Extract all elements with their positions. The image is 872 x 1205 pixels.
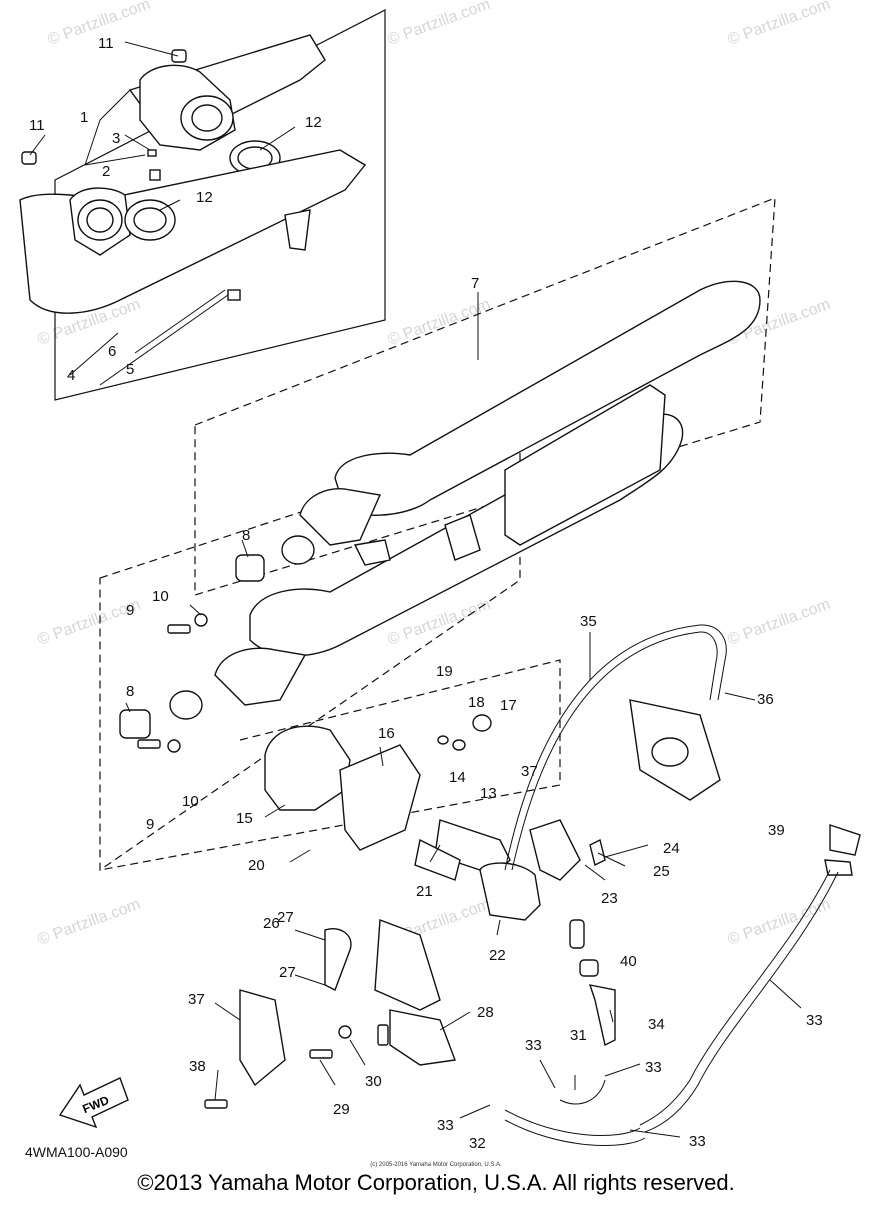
callout-label: 31 bbox=[570, 1027, 587, 1044]
callout-label: 19 bbox=[436, 663, 453, 680]
callout-label: 7 bbox=[471, 275, 479, 292]
callout-label: 8 bbox=[242, 527, 250, 544]
callout-label: 12 bbox=[196, 189, 213, 206]
callout-label: 27 bbox=[279, 964, 296, 981]
callout-label: 9 bbox=[146, 816, 154, 833]
callout-label: 2 bbox=[102, 163, 110, 180]
callout-label: 4 bbox=[67, 367, 75, 384]
callout-label: 37 bbox=[521, 763, 538, 780]
callout-label: 37 bbox=[188, 991, 205, 1008]
callout-label: 39 bbox=[768, 822, 785, 839]
callout-label: 5 bbox=[126, 361, 134, 378]
callout-label: 10 bbox=[182, 793, 199, 810]
callout-label: 40 bbox=[620, 953, 637, 970]
callout-label: 21 bbox=[416, 883, 433, 900]
callout-label: 36 bbox=[757, 691, 774, 708]
callout-label: 1 bbox=[80, 109, 88, 126]
muffler-assembly[interactable] bbox=[99, 197, 776, 872]
callout-label: 33 bbox=[645, 1059, 662, 1076]
gasket-and-clamp[interactable] bbox=[119, 535, 315, 753]
callout-label: 32 bbox=[469, 1135, 486, 1152]
watermark: © Partzilla.com bbox=[386, 296, 493, 349]
callout-label: 8 bbox=[126, 683, 134, 700]
leader-lines bbox=[29, 41, 802, 1138]
callout-label: 23 bbox=[601, 890, 618, 907]
callout-label: 24 bbox=[663, 840, 680, 857]
callout-label: 16 bbox=[378, 725, 395, 742]
callout-label: 13 bbox=[480, 785, 497, 802]
callout-label: 22 bbox=[489, 947, 506, 964]
air-induction-system[interactable] bbox=[204, 699, 861, 1109]
small-notice: (c) 2005-2016 Yamaha Motor Corporation, … bbox=[370, 1162, 502, 1168]
watermark: © Partzilla.com bbox=[726, 0, 833, 49]
callout-label: 33 bbox=[806, 1012, 823, 1029]
callout-label: 17 bbox=[500, 697, 517, 714]
callout-label: 6 bbox=[108, 343, 116, 360]
callout-label: 33 bbox=[437, 1117, 454, 1134]
callout-label: 30 bbox=[365, 1073, 382, 1090]
callout-label: 11 bbox=[29, 117, 45, 134]
callout-label: 34 bbox=[648, 1016, 665, 1033]
callout-label: 35 bbox=[580, 613, 597, 630]
callout-label: 3 bbox=[112, 130, 120, 147]
callout-label: 11 bbox=[98, 35, 114, 52]
watermark: © Partzilla.com bbox=[726, 896, 833, 949]
callout-label: 26 bbox=[263, 915, 280, 932]
diagram-code: 4WMA100-A090 bbox=[25, 1144, 128, 1160]
callout-label: 9 bbox=[126, 602, 134, 619]
watermark: © Partzilla.com bbox=[726, 596, 833, 649]
watermark: © Partzilla.com bbox=[386, 0, 493, 49]
callout-label: 14 bbox=[449, 769, 466, 786]
callout-label: 18 bbox=[468, 694, 485, 711]
callout-label: 38 bbox=[189, 1058, 206, 1075]
heat-protector-lower[interactable] bbox=[19, 149, 367, 314]
callout-label: 28 bbox=[477, 1004, 494, 1021]
hoses[interactable] bbox=[504, 624, 839, 1146]
callout-label: 29 bbox=[333, 1101, 350, 1118]
callout-label: 33 bbox=[689, 1133, 706, 1150]
callout-label: 25 bbox=[653, 863, 670, 880]
callout-label: 12 bbox=[305, 114, 322, 131]
watermark: © Partzilla.com bbox=[36, 896, 143, 949]
callout-label: 33 bbox=[525, 1037, 542, 1054]
heat-protector-upper[interactable] bbox=[54, 9, 386, 401]
callout-label: 27 bbox=[277, 909, 294, 926]
callout-label: 20 bbox=[248, 857, 265, 874]
callout-label: 15 bbox=[236, 810, 253, 827]
forward-direction-icon: FWD bbox=[58, 1077, 129, 1129]
callout-label: 10 bbox=[152, 588, 169, 605]
copyright-notice: ©2013 Yamaha Motor Corporation, U.S.A. A… bbox=[137, 1170, 735, 1195]
